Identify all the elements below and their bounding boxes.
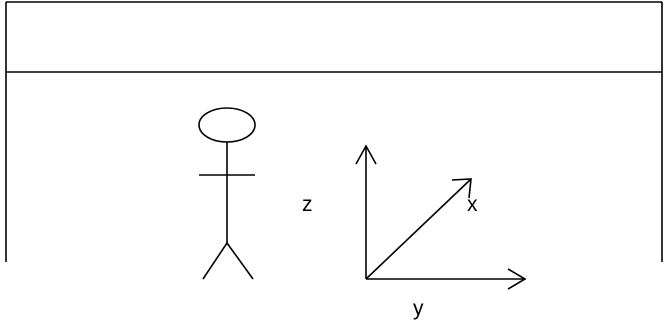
stick-figure [198, 107, 256, 280]
z-axis-label: z [302, 193, 313, 216]
y-axis-arrow [366, 268, 527, 290]
stick-figure-head [198, 107, 256, 143]
x-axis-line [365, 178, 472, 280]
z-axis-arrowhead [355, 144, 377, 165]
y-axis-label: y [413, 297, 424, 320]
stick-figure-left-leg [202, 242, 228, 280]
x-axis-label: x [467, 193, 478, 216]
coordinate-axes [355, 144, 527, 290]
z-axis-arrow [355, 144, 377, 279]
x-axis-arrow [365, 178, 472, 280]
frame [5, 1, 663, 262]
y-axis-arrowhead [507, 268, 527, 290]
x-axis-arrowhead [451, 178, 472, 199]
stick-figure-right-leg [226, 242, 254, 280]
